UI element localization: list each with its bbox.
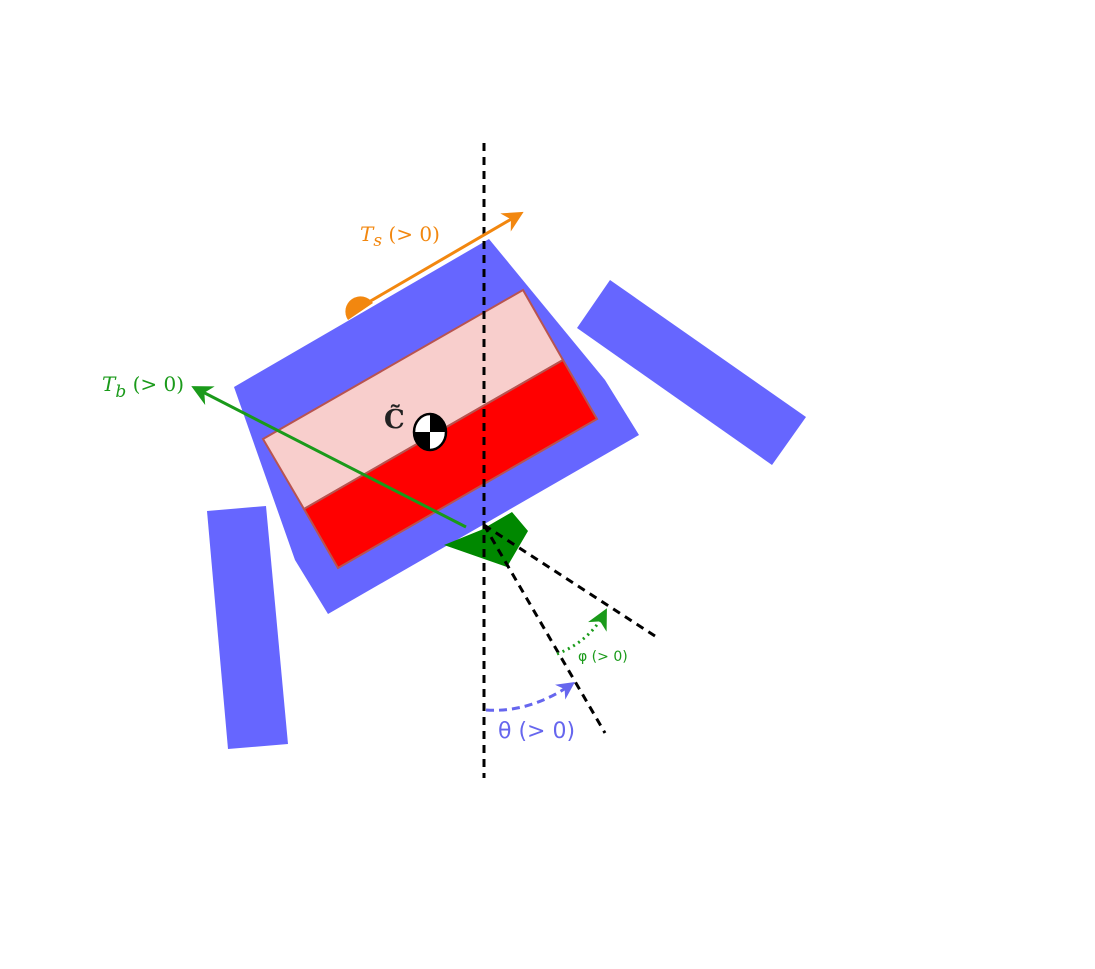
tray-lower [302, 358, 599, 570]
center-of-mass-label: C̃ [384, 404, 405, 435]
right-arm [577, 280, 806, 465]
tb-arrow [191, 386, 467, 529]
ts-anchor-dot [345, 296, 373, 320]
phi-reference-line [483, 523, 656, 638]
center-of-mass-icon [412, 412, 448, 452]
phi-label: φ (> 0) [578, 649, 628, 665]
theta-reference-line [482, 524, 607, 734]
theta-arc [485, 681, 575, 712]
ts-arrow [361, 211, 524, 308]
left-leg [207, 506, 288, 749]
theta-label: θ (> 0) [498, 719, 575, 744]
tb-label: Tb (> 0) [102, 372, 184, 402]
phi-arc [556, 608, 607, 656]
ts-label: Ts (> 0) [360, 222, 440, 251]
green-wheel [444, 512, 528, 567]
